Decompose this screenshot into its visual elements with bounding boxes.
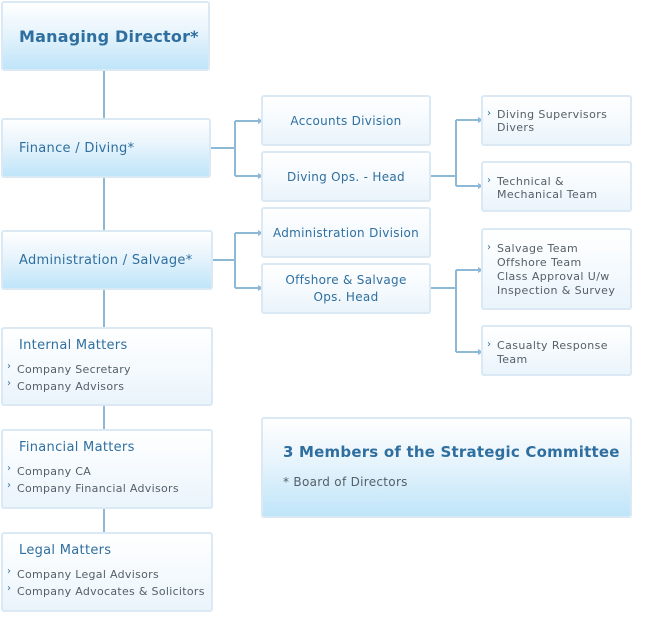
administration-division-label: Administration Division	[272, 225, 420, 240]
internal-matters-item: Company Secretary	[17, 363, 131, 376]
bullet-icon: ›	[7, 463, 11, 474]
bullet-icon: ›	[7, 361, 11, 372]
casualty-response-box: › Casualty Response Team	[481, 325, 632, 376]
offshore-salvage-line2: Ops. Head	[313, 289, 379, 304]
salvage-team-item: Offshore Team	[497, 256, 582, 269]
strategic-committee-box: 3 Members of the Strategic Committee * B…	[261, 417, 632, 518]
managing-director-box: Managing Director*	[1, 1, 210, 71]
salvage-team-item: Inspection & Survey	[497, 284, 616, 297]
administration-division-box: Administration Division	[261, 207, 431, 258]
internal-matters-item: Company Advisors	[17, 380, 125, 393]
diving-ops-head-box: Diving Ops. - Head	[261, 151, 431, 202]
legal-matters-item: Company Legal Advisors	[17, 568, 159, 581]
technical-team-box: › Technical & Mechanical Team	[481, 161, 632, 212]
technical-team-item: Technical &	[497, 175, 564, 188]
financial-matters-item: Company Financial Advisors	[17, 482, 179, 495]
salvage-team-item: Class Approval U/w	[497, 270, 610, 283]
bullet-icon: ›	[7, 566, 11, 577]
technical-team-item: Mechanical Team	[497, 188, 598, 201]
bullet-icon: ›	[7, 583, 11, 594]
legal-matters-box: Legal Matters › Company Legal Advisors › C…	[1, 532, 213, 612]
bullet-icon: ›	[7, 480, 11, 491]
financial-matters-box: Financial Matters › Company CA › Company F…	[1, 429, 213, 509]
diving-team-item: Divers	[497, 121, 535, 134]
diving-team-item: Diving Supervisors	[497, 108, 608, 121]
internal-matters-title: Internal Matters	[19, 338, 128, 353]
legal-matters-item: Company Advocates & Solicitors	[17, 585, 205, 598]
internal-matters-box: Internal Matters › Company Secretary › Com…	[1, 327, 213, 406]
finance-diving-label: Finance / Diving*	[19, 140, 135, 156]
financial-matters-title: Financial Matters	[19, 440, 135, 455]
legal-matters-title: Legal Matters	[19, 543, 112, 558]
casualty-response-item: Casualty Response	[497, 339, 608, 352]
admin-salvage-label: Administration / Salvage*	[19, 252, 193, 268]
bullet-icon: ›	[487, 175, 491, 186]
salvage-team-box: › Salvage Team Offshore Team Class Appro…	[481, 228, 632, 310]
diving-team-box: › Diving Supervisors Divers	[481, 95, 632, 146]
strategic-committee-title: 3 Members of the Strategic Committee	[283, 443, 620, 461]
managing-director-label: Managing Director*	[19, 26, 199, 46]
casualty-response-item: Team	[497, 353, 528, 366]
accounts-division-label: Accounts Division	[290, 113, 402, 128]
salvage-team-item: Salvage Team	[497, 242, 579, 255]
bullet-icon: ›	[7, 378, 11, 389]
bullet-icon: ›	[487, 108, 491, 119]
strategic-committee-note: * Board of Directors	[283, 475, 408, 489]
financial-matters-item: Company CA	[17, 465, 92, 478]
bullet-icon: ›	[487, 339, 491, 350]
accounts-division-box: Accounts Division	[261, 95, 431, 146]
finance-diving-box: Finance / Diving*	[1, 118, 211, 178]
diving-ops-head-label: Diving Ops. - Head	[287, 169, 405, 184]
bullet-icon: ›	[487, 242, 491, 253]
offshore-salvage-line1: Offshore & Salvage	[285, 272, 407, 287]
admin-salvage-box: Administration / Salvage*	[1, 230, 213, 290]
offshore-salvage-box: Offshore & Salvage Ops. Head	[261, 263, 431, 314]
